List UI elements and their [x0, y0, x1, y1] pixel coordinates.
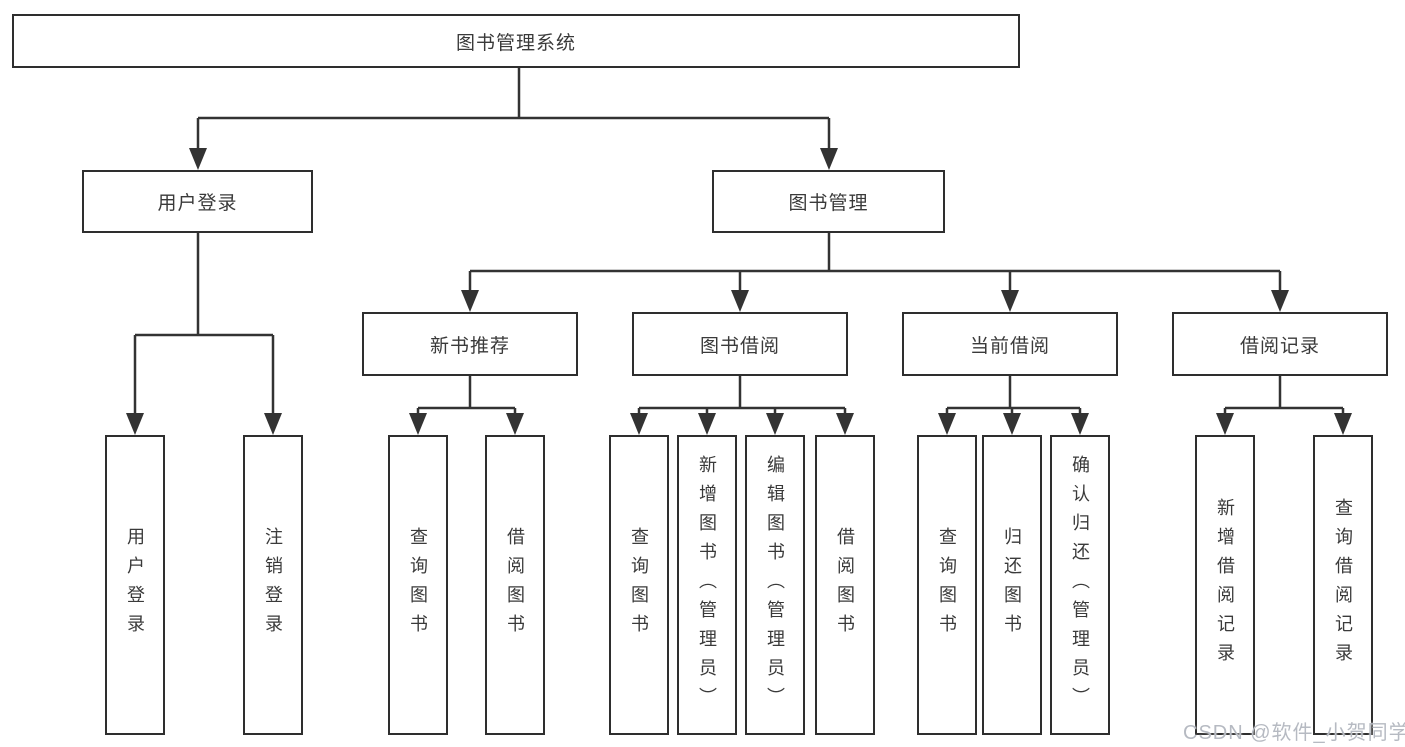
- connector-userlogin-to-leaves: [133, 233, 275, 416]
- node-book-management: 图书管理: [712, 170, 945, 233]
- arrow-icon: [506, 413, 524, 435]
- node-root: 图书管理系统: [12, 14, 1020, 68]
- node-book-borrow-label: 图书借阅: [699, 335, 780, 357]
- node-user-login: 用户登录: [82, 170, 313, 233]
- leaf-edit-books-admin-label: 编辑图书（管理员）: [765, 454, 785, 716]
- connector-bookmgmt-to-level3: [468, 233, 1282, 292]
- leaf-user-login: 用户登录: [105, 435, 165, 735]
- leaf-current-query-books-label: 查询图书: [937, 527, 957, 643]
- leaf-newbook-query-books-label: 查询图书: [408, 527, 428, 643]
- arrow-icon: [1071, 413, 1089, 435]
- arrow-icon: [409, 413, 427, 435]
- arrow-icon: [1001, 290, 1019, 312]
- arrow-icon: [189, 148, 207, 170]
- watermark: CSDN @软件_小贺同学: [1183, 722, 1405, 744]
- leaf-logout: 注销登录: [243, 435, 303, 735]
- node-book-management-label: 图书管理: [788, 193, 869, 214]
- arrow-icon: [461, 290, 479, 312]
- leaf-newbook-borrow-books: 借阅图书: [485, 435, 545, 735]
- connector-records-to-leaves: [1223, 375, 1345, 416]
- node-user-login-label: 用户登录: [157, 193, 238, 214]
- leaf-logout-label: 注销登录: [263, 527, 283, 643]
- leaf-borrow-query-books: 查询图书: [609, 435, 669, 735]
- leaf-query-borrow-record-label: 查询借阅记录: [1333, 498, 1353, 672]
- leaf-current-query-books: 查询图书: [917, 435, 977, 735]
- leaf-add-borrow-record: 新增借阅记录: [1195, 435, 1255, 735]
- arrow-icon: [1334, 413, 1352, 435]
- leaf-add-books-admin: 新增图书（管理员）: [677, 435, 737, 735]
- node-root-label: 图书管理系统: [455, 32, 576, 54]
- node-book-borrow: 图书借阅: [632, 312, 848, 376]
- leaf-add-books-admin-label: 新增图书（管理员）: [697, 454, 717, 716]
- arrow-icon: [1003, 413, 1021, 435]
- leaf-add-borrow-record-label: 新增借阅记录: [1215, 498, 1235, 672]
- arrow-icon: [731, 290, 749, 312]
- leaf-query-borrow-record: 查询借阅记录: [1313, 435, 1373, 735]
- node-borrow-records-label: 借阅记录: [1239, 335, 1320, 357]
- arrow-icon: [820, 148, 838, 170]
- leaf-edit-books-admin: 编辑图书（管理员）: [745, 435, 805, 735]
- node-current-borrow-label: 当前借阅: [969, 335, 1050, 357]
- leaf-return-books: 归还图书: [982, 435, 1042, 735]
- leaf-return-books-label: 归还图书: [1002, 527, 1022, 643]
- arrow-icon: [938, 413, 956, 435]
- arrow-icon: [126, 413, 144, 435]
- arrow-icon: [1271, 290, 1289, 312]
- node-borrow-records: 借阅记录: [1172, 312, 1388, 376]
- arrow-icon: [1216, 413, 1234, 435]
- node-current-borrow: 当前借阅: [902, 312, 1118, 376]
- arrowheads: [126, 148, 1352, 435]
- arrow-icon: [264, 413, 282, 435]
- leaf-confirm-return-admin: 确认归还（管理员）: [1050, 435, 1110, 735]
- connector-newbook-to-leaves: [416, 375, 517, 416]
- leaf-newbook-query-books: 查询图书: [388, 435, 448, 735]
- connector-bookborrow-to-leaves: [637, 375, 847, 416]
- arrow-icon: [836, 413, 854, 435]
- connector-currentborrow-to-leaves: [945, 375, 1082, 416]
- leaf-confirm-return-admin-label: 确认归还（管理员）: [1070, 454, 1090, 716]
- connector-root-to-level2: [196, 68, 831, 150]
- arrow-icon: [630, 413, 648, 435]
- arrow-icon: [766, 413, 784, 435]
- node-new-book-recommend-label: 新书推荐: [429, 335, 510, 357]
- node-new-book-recommend: 新书推荐: [362, 312, 578, 376]
- arrow-icon: [698, 413, 716, 435]
- leaf-user-login-label: 用户登录: [125, 527, 145, 643]
- leaf-borrow-borrow-books: 借阅图书: [815, 435, 875, 735]
- leaf-newbook-borrow-books-label: 借阅图书: [505, 527, 525, 643]
- leaf-borrow-borrow-books-label: 借阅图书: [835, 527, 855, 643]
- leaf-borrow-query-books-label: 查询图书: [629, 527, 649, 643]
